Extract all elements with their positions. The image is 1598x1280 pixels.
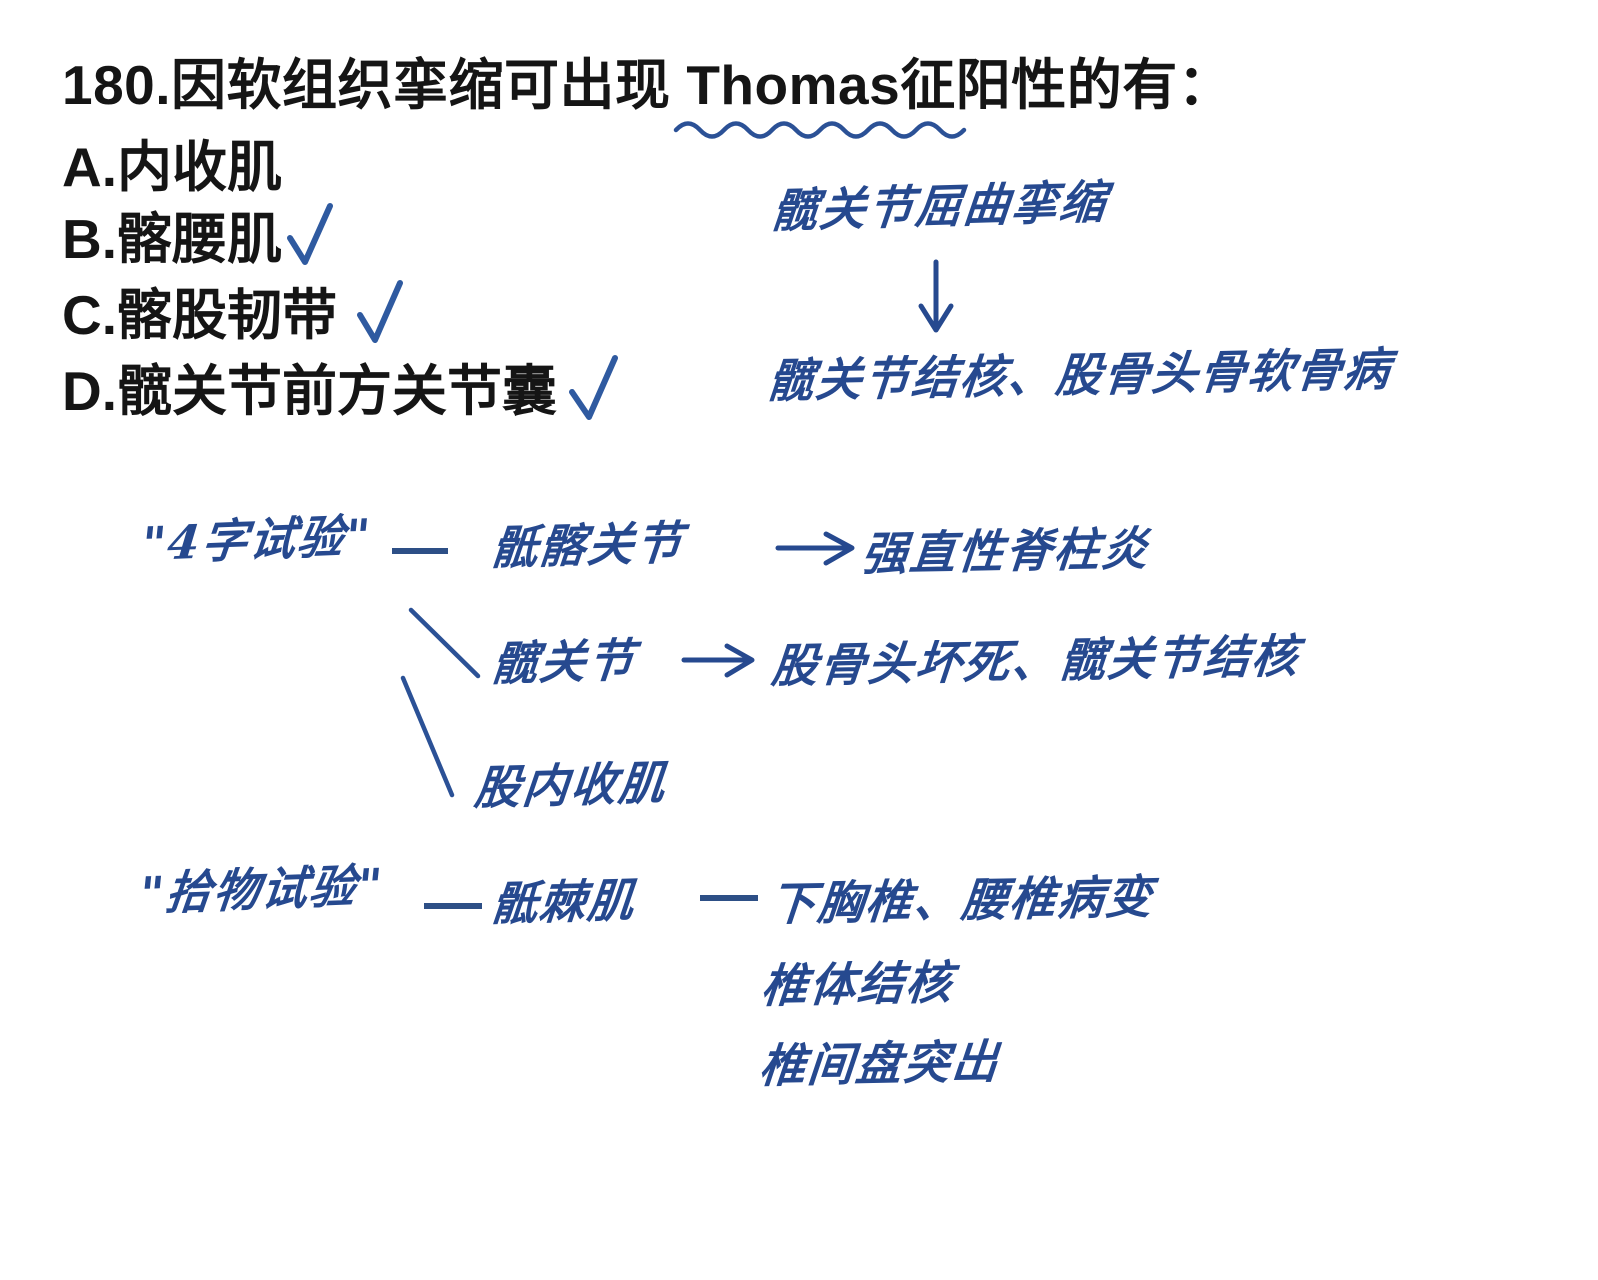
option-row-d[interactable]: D.髋关节前方关节囊 bbox=[62, 364, 557, 419]
note-branch-1-site: 骶髂关节 bbox=[489, 515, 687, 576]
check-mark-option-d bbox=[569, 355, 618, 420]
note-four-figure-test-name: "4字试验" bbox=[138, 508, 375, 572]
note-pickup-test-name: "拾物试验" bbox=[136, 857, 387, 922]
option-a-label: A.内收肌 bbox=[62, 136, 283, 198]
option-row-a[interactable]: A.内收肌 bbox=[62, 140, 282, 195]
option-row-c[interactable]: C.髂股韧带 bbox=[62, 288, 337, 343]
right-arrow-icon-2 bbox=[681, 643, 755, 678]
note-branch-2-site: 髋关节 bbox=[489, 632, 639, 692]
check-mark-option-b bbox=[287, 203, 333, 265]
option-b-label: B.髂腰肌 bbox=[62, 208, 283, 270]
option-c-label: C.髂股韧带 bbox=[62, 284, 338, 346]
note-results-text: 髋关节结核、股骨头骨软骨病 bbox=[765, 341, 1394, 409]
branch-line-adductor bbox=[400, 675, 455, 798]
right-arrow-icon-1 bbox=[775, 531, 855, 566]
note-pickup-disease-1: 下胸椎、腰椎病变 bbox=[767, 869, 1156, 932]
note-cause-text: 髋关节屈曲挛缩 bbox=[769, 174, 1111, 239]
wavy-underline-icon bbox=[673, 121, 967, 139]
note-branch-1-disease: 强直性脊柱炎 bbox=[859, 521, 1153, 582]
down-arrow-icon bbox=[918, 259, 954, 333]
option-d-label: D.髋关节前方关节囊 bbox=[62, 360, 558, 422]
check-mark-option-c bbox=[357, 280, 403, 343]
note-branch-2-disease: 股骨头坏死、髋关节结核 bbox=[769, 628, 1302, 694]
note-pickup-site: 骶棘肌 bbox=[489, 872, 639, 932]
option-row-b[interactable]: B.髂腰肌 bbox=[62, 212, 282, 267]
branch-line-hip-joint bbox=[408, 607, 481, 679]
question-stem: 180.因软组织挛缩可出现 Thomas征阳性的有： bbox=[62, 54, 1234, 116]
note-pickup-disease-3: 椎间盘突出 bbox=[757, 1034, 1003, 1094]
note-pickup-disease-2: 椎体结核 bbox=[759, 955, 957, 1014]
note-branch-3-site: 股内收肌 bbox=[472, 755, 670, 816]
